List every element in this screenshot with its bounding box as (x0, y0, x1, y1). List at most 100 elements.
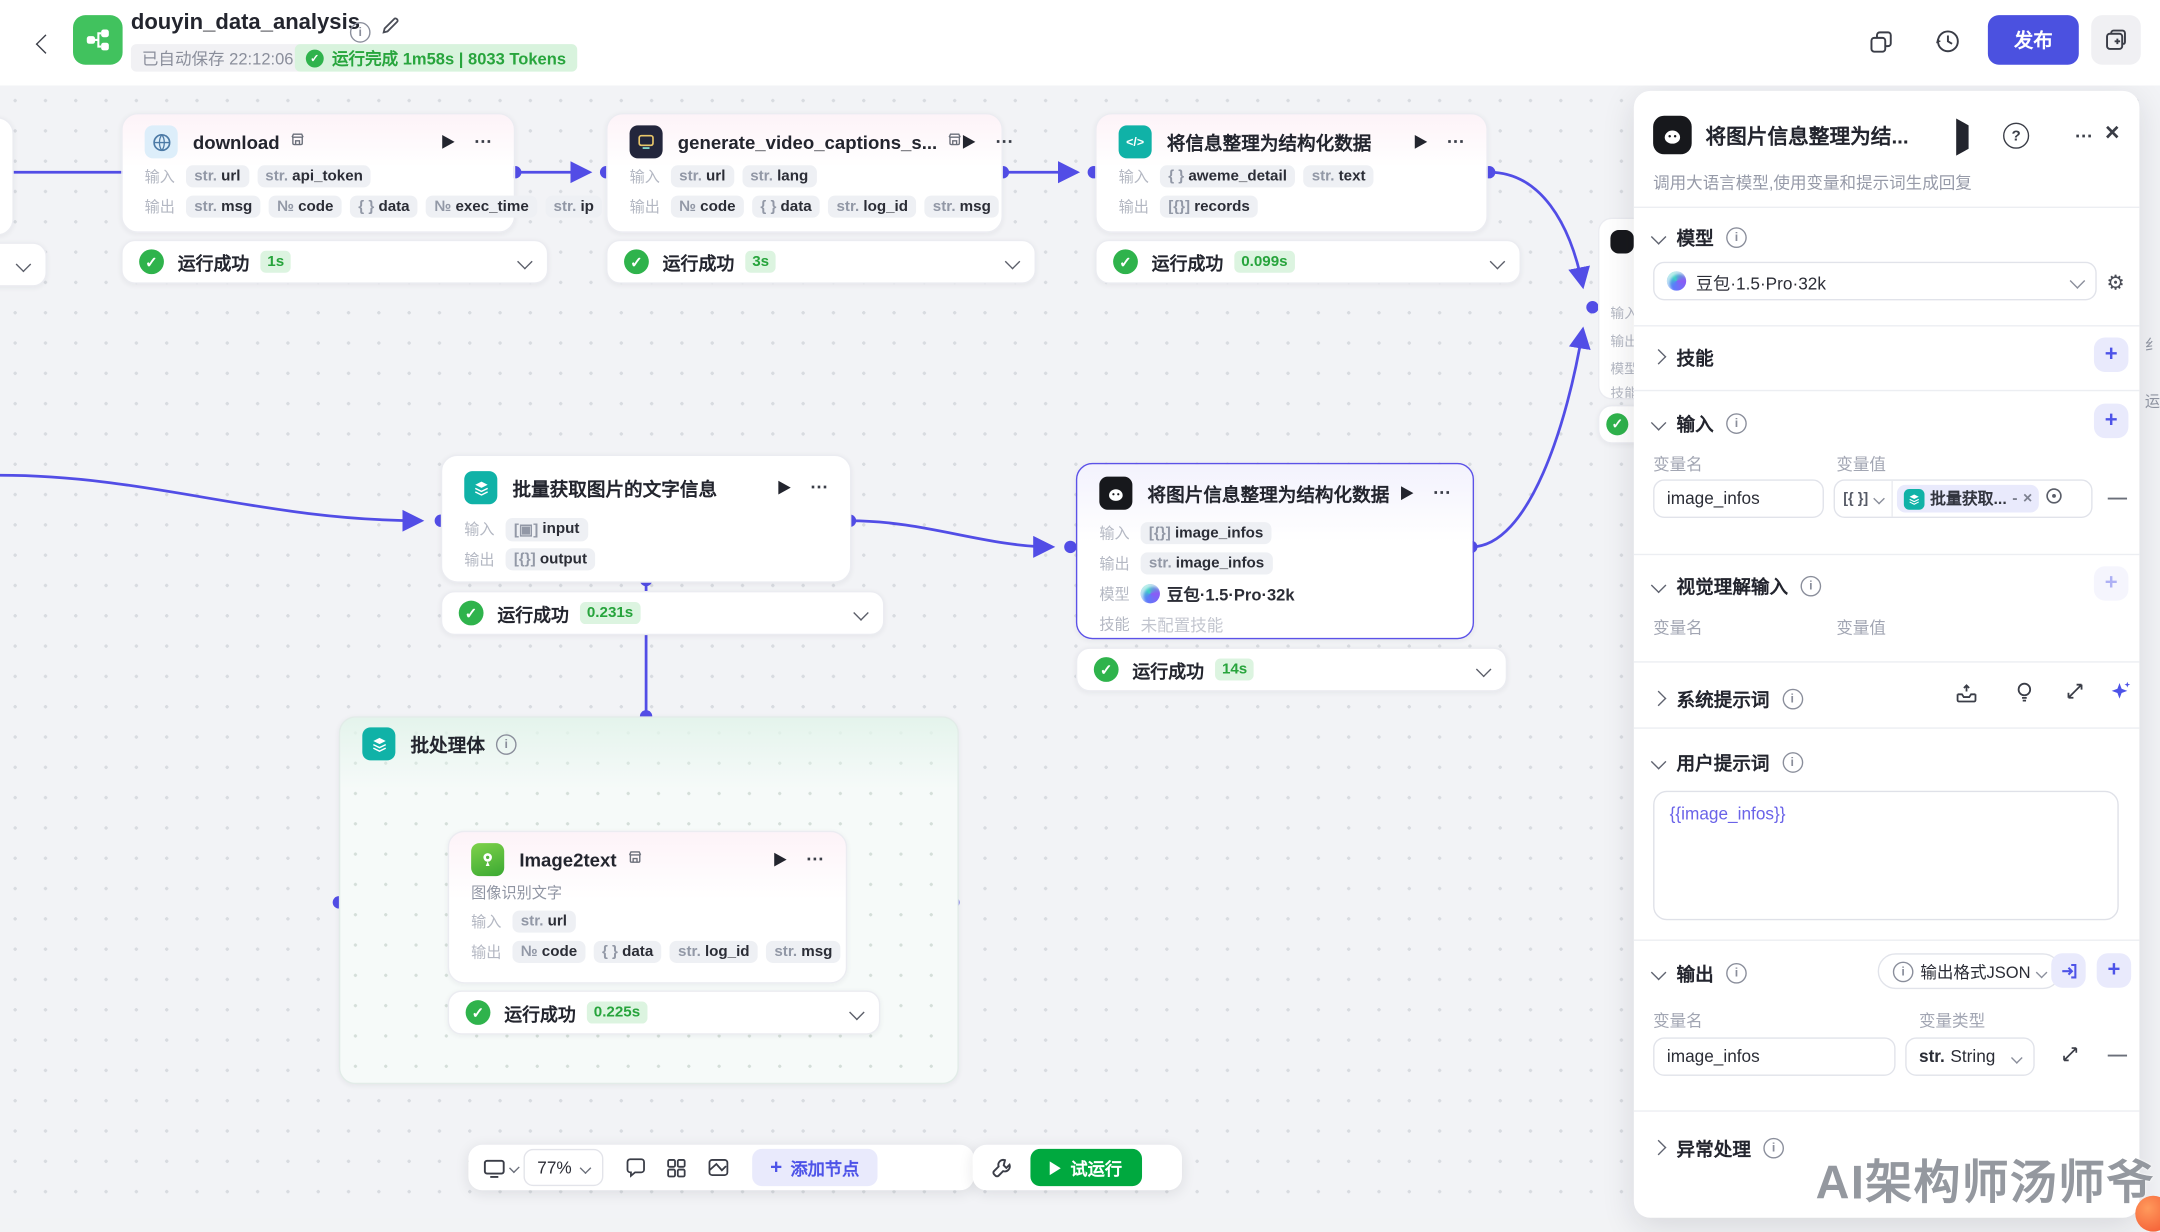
clipped-text-fragment: 纟 (2144, 337, 2160, 355)
section-error-handling[interactable]: 异常处理 i (1650, 1134, 1784, 1162)
chevron-down-icon[interactable] (1475, 657, 1492, 682)
run-node-icon[interactable] (1956, 118, 1969, 156)
node-img-struct[interactable]: 将图片信息整理为结构化数据 ⋯ 输入 [{}]image_infos 输出 st… (1075, 462, 1475, 640)
more-icon[interactable]: ⋯ (805, 848, 827, 870)
node-download[interactable]: download ⋯ 输入 str.url str.api_token 输出 s… (121, 112, 603, 233)
output-name-field[interactable]: image_infos (1653, 1037, 1896, 1076)
node-generate-captions[interactable]: generate_video_captions_s... ⋯ 输入 str.ur… (606, 112, 1013, 233)
run-node-icon[interactable] (778, 480, 791, 495)
more-icon[interactable]: ⋯ (810, 476, 831, 498)
node-offscreen-left-status[interactable] (0, 242, 47, 287)
chevron-right-icon[interactable] (1650, 349, 1667, 365)
section-system-prompt[interactable]: 系统提示词 i (1650, 685, 1803, 713)
node-img-struct-status[interactable]: ✓ 运行成功 14s (1075, 647, 1508, 692)
more-icon[interactable]: ⋯ (1446, 130, 1468, 152)
chevron-down-icon[interactable] (1650, 754, 1667, 770)
node-generate-captions-status[interactable]: ✓ 运行成功 3s (606, 239, 1036, 284)
comment-icon[interactable] (617, 1150, 653, 1186)
history-icon[interactable] (1934, 28, 1962, 62)
node-image2text-status[interactable]: ✓ 运行成功 0.225s (447, 990, 881, 1035)
chevron-down-icon[interactable] (1004, 249, 1021, 274)
node-to-struct[interactable]: </> 将信息整理为结构化数据 ⋯ 输入 { }aweme_detail str… (1095, 112, 1488, 233)
chevron-down-icon[interactable] (1489, 249, 1506, 274)
chevron-down-icon[interactable] (517, 249, 533, 274)
variable-ref-chip[interactable]: 批量获取... - × (1897, 484, 2040, 513)
publish-button[interactable]: 发布 (1987, 15, 2079, 65)
chevron-down-icon[interactable] (1650, 229, 1667, 245)
add-skill-button[interactable]: + (2093, 337, 2129, 372)
run-node-icon[interactable] (1401, 486, 1414, 501)
minus-icon[interactable]: - (2012, 490, 2018, 507)
more-icon[interactable]: ⋯ (2074, 125, 2096, 147)
input-value-control[interactable]: [{ }] 批量获取... - × (1833, 479, 2093, 518)
add-output-button[interactable]: + (2096, 953, 2132, 988)
remove-row-icon[interactable]: — (2107, 486, 2128, 509)
lightbulb-icon[interactable] (2013, 681, 2036, 711)
section-skill[interactable]: 技能 (1650, 343, 1714, 371)
zoom-level-select[interactable]: 77% (523, 1148, 604, 1187)
import-output-button[interactable] (2051, 953, 2086, 988)
grid-layout-icon[interactable] (659, 1150, 695, 1186)
run-node-icon[interactable] (442, 135, 455, 149)
chevron-down-icon[interactable] (853, 601, 869, 626)
run-node-icon[interactable] (774, 852, 787, 867)
node-batch-get-status[interactable]: ✓ 运行成功 0.231s (440, 590, 885, 636)
floating-avatar[interactable] (2135, 1195, 2160, 1232)
input-label: 输入 (144, 169, 175, 186)
chevron-right-icon[interactable] (1650, 1139, 1667, 1156)
node-download-status[interactable]: ✓ 运行成功 1s (121, 239, 549, 284)
node-to-struct-status[interactable]: ✓ 运行成功 0.099s (1095, 239, 1521, 284)
section-vision-input[interactable]: 视觉理解输入 i (1650, 572, 1822, 600)
remove-row-icon[interactable]: — (2107, 1042, 2128, 1065)
run-node-icon[interactable] (963, 135, 976, 149)
chevron-down-icon[interactable] (1650, 415, 1667, 431)
wrench-icon[interactable] (984, 1150, 1020, 1186)
node-offscreen-left[interactable]: ⋯ (0, 117, 14, 236)
output-type-select[interactable]: str. String (1905, 1037, 2035, 1076)
more-icon[interactable]: ⋯ (473, 130, 495, 152)
ai-sparkle-icon[interactable] (2109, 679, 2132, 709)
section-output[interactable]: 输出 i (1650, 959, 1747, 987)
back-icon[interactable] (35, 33, 56, 58)
add-vision-input-button[interactable]: + (2093, 566, 2129, 601)
section-model[interactable]: 模型 i (1650, 223, 1747, 251)
test-run-button[interactable]: 试运行 (1030, 1148, 1142, 1187)
run-node-icon[interactable] (1414, 135, 1428, 149)
add-node-button[interactable]: + 添加节点 (752, 1148, 878, 1187)
expand-icon[interactable] (2064, 681, 2086, 710)
chevron-right-icon[interactable] (1650, 690, 1667, 707)
add-input-button[interactable]: + (2093, 403, 2129, 439)
help-icon[interactable]: ? (2003, 122, 2030, 149)
new-window-icon[interactable] (2091, 15, 2141, 65)
settings-nut-icon[interactable] (2045, 486, 2064, 512)
section-input[interactable]: 输入 i (1650, 409, 1747, 437)
close-icon[interactable]: × (2104, 118, 2120, 147)
chevron-down-icon[interactable] (849, 1000, 865, 1025)
output-format-select[interactable]: i 输出格式JSON (1877, 953, 2061, 990)
io-chip: { }aweme_detail (1159, 165, 1296, 188)
fit-view-icon[interactable] (482, 1150, 520, 1186)
chevron-down-icon[interactable] (15, 252, 32, 277)
io-chip: str.api_token (257, 165, 372, 188)
chevron-down-icon[interactable] (1650, 964, 1667, 981)
duplicate-icon[interactable] (1868, 29, 1894, 62)
edit-icon[interactable] (380, 15, 401, 43)
info-icon[interactable]: i (349, 18, 371, 43)
gear-icon[interactable]: ⚙ (2106, 271, 2125, 295)
prompt-library-icon[interactable] (1955, 682, 1978, 712)
user-prompt-textarea[interactable]: {{image_infos}} (1653, 790, 2119, 921)
type-select[interactable]: [{ }] (1835, 480, 1893, 517)
expand-icon[interactable] (2060, 1044, 2081, 1072)
io-chip: { }data (752, 195, 820, 218)
minimap-icon[interactable] (700, 1150, 736, 1186)
model-select[interactable]: 豆包·1.5·Pro·32k (1653, 261, 2097, 301)
input-name-field[interactable]: image_infos (1653, 479, 1824, 518)
more-icon[interactable]: ⋯ (0, 129, 1, 143)
more-icon[interactable]: ⋯ (995, 130, 1016, 152)
close-icon[interactable]: × (2023, 490, 2033, 507)
section-user-prompt[interactable]: 用户提示词 i (1650, 748, 1803, 776)
more-icon[interactable]: ⋯ (1432, 482, 1454, 503)
chevron-down-icon[interactable] (1650, 577, 1667, 594)
node-batch-get[interactable]: 批量获取图片的文字信息 ⋯ 输入 [▣]input 输出 [{}]output (440, 454, 852, 583)
